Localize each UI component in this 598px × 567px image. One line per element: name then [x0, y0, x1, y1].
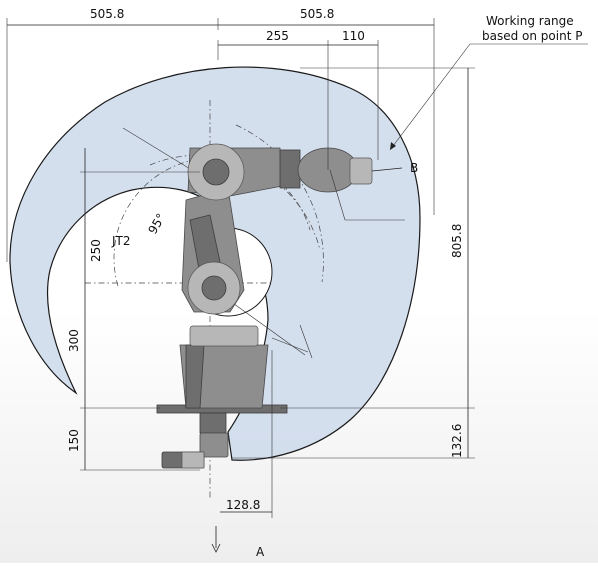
point-b-label: B: [410, 161, 418, 175]
dim-base-150: 150: [67, 429, 81, 452]
joint-label-jt2: JT2: [111, 234, 131, 248]
working-range-line2: based on point P: [482, 29, 582, 43]
joint-angle-label: 95°: [145, 211, 168, 236]
dim-height-805: 805.8: [450, 224, 464, 258]
dim-width-128: 128.8: [226, 498, 260, 512]
wrist-flange: [279, 149, 301, 189]
robot-turret: [189, 325, 259, 347]
dim-left-reach: 505.8: [90, 7, 124, 21]
reach-arc-outer: [149, 154, 321, 251]
tool-pointer-line: [371, 167, 403, 172]
cable-connector-body: [181, 451, 205, 469]
elbow-joint-core: [202, 158, 230, 186]
dim-offset-110: 110: [342, 29, 365, 43]
view-label-a: A: [256, 545, 265, 559]
angle-tick: [271, 337, 309, 353]
reach-arc-inner: [113, 157, 311, 287]
dim-offset-255: 255: [266, 29, 289, 43]
reach-arc-right: [235, 124, 324, 283]
cable-plug: [199, 432, 229, 458]
wrist-leader: [329, 169, 346, 221]
dim-arm-300: 300: [67, 329, 81, 352]
callout-leader: [389, 43, 471, 151]
working-range-line1: Working range: [486, 14, 574, 28]
view-arrow-head: [211, 543, 221, 553]
robot-flange: [349, 157, 373, 185]
shoulder-joint-core: [201, 275, 227, 301]
callout-arrowhead: [390, 142, 396, 150]
dim-arm-250: 250: [89, 239, 103, 262]
dim-right-reach: 505.8: [300, 7, 334, 21]
dim-height-132: 132.6: [450, 424, 464, 458]
angle-tick-2: [299, 324, 313, 359]
base-connector: [199, 412, 227, 434]
